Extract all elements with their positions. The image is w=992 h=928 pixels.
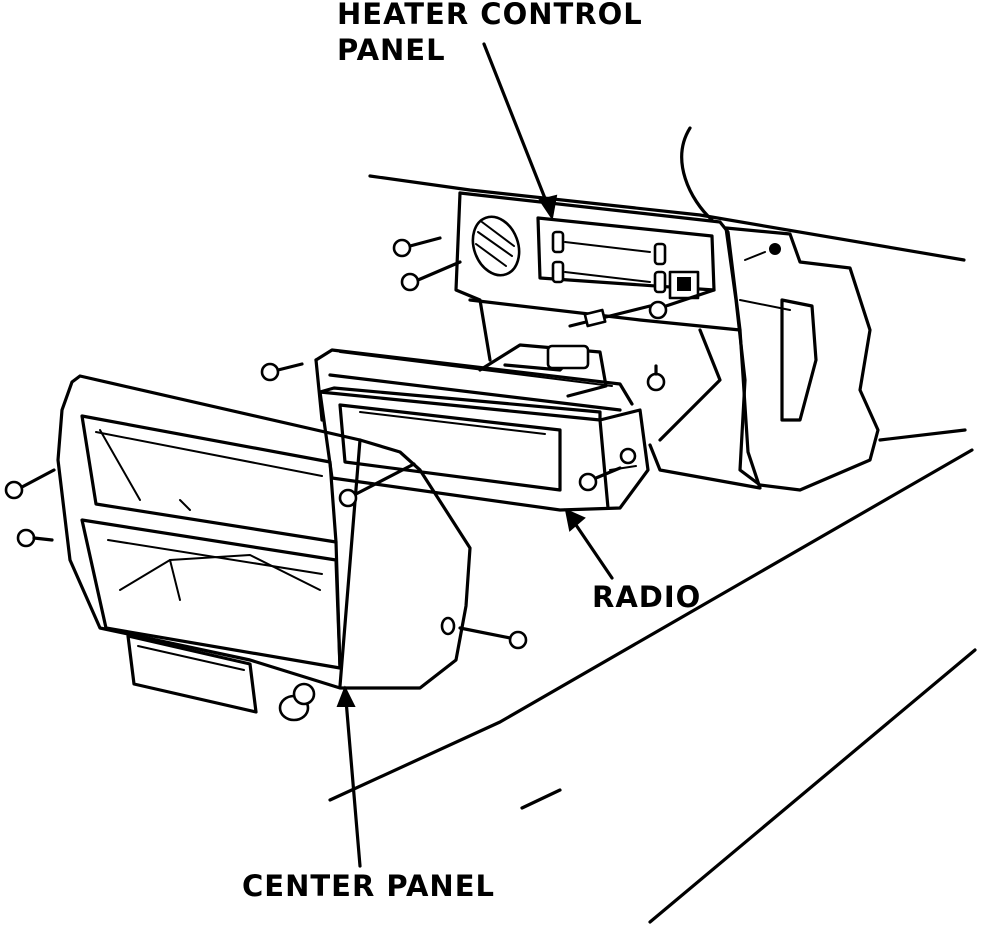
screw-radio-rod: [568, 304, 652, 328]
screw-heater-top: [392, 236, 442, 258]
arrow-radio: [572, 520, 614, 580]
screw-heater-right: [648, 288, 716, 320]
radio-unit: [318, 343, 650, 512]
dashboard-outline: [328, 126, 977, 924]
screw-heater-mid: [400, 260, 462, 292]
arrow-center-panel: [344, 698, 362, 868]
screw-bezel-left-1: [4, 468, 56, 500]
screw-frame-left: [260, 362, 304, 382]
leader-arrows: [336, 42, 614, 868]
screw-radio-front: [578, 466, 622, 492]
screw-bezel-left-2: [16, 528, 54, 548]
center-panel-label: CENTER PANEL: [242, 869, 495, 903]
center-panel: [56, 374, 472, 722]
radio-label: RADIO: [592, 580, 702, 614]
heater-control-panel: [454, 191, 762, 490]
screw-frame-right: [646, 364, 666, 392]
arrow-heater-control-panel: [482, 42, 550, 208]
heater-control-panel-label-line1: HEATER CONTROL: [337, 0, 643, 31]
screws: [4, 236, 716, 650]
heater-control-panel-label-line2: PANEL: [337, 33, 446, 67]
screw-bezel-top: [338, 462, 416, 508]
screw-bezel-side: [458, 626, 528, 650]
